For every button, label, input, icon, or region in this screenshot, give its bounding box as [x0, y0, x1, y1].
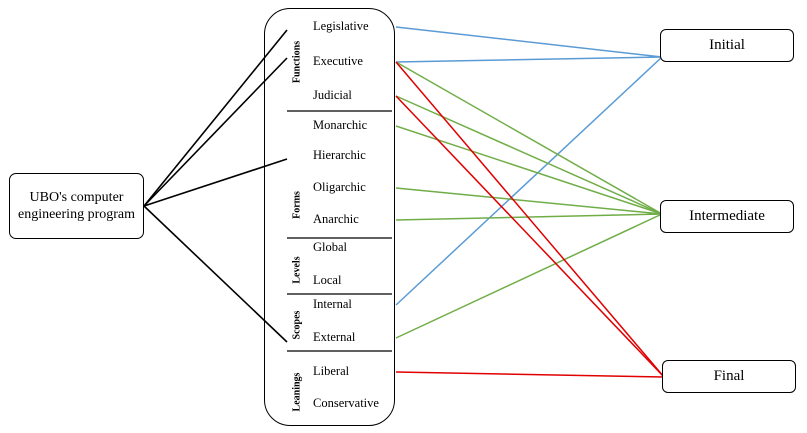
source-connector-executive [143, 57, 288, 207]
final-label: Final [713, 368, 745, 384]
category-forms: Forms [291, 191, 303, 219]
item-conservative: Conservative [313, 396, 379, 410]
program-label: UBO's computer engineering program [17, 190, 135, 222]
connector-executive-to-initial [395, 56, 663, 63]
intermediate-box: Intermediate [660, 200, 794, 233]
item-hierarchic: Hierarchic [313, 148, 366, 162]
item-internal: Internal [313, 297, 352, 311]
source-connector-hierarchic [143, 158, 288, 207]
attribute-pillar [264, 8, 395, 426]
category-functions: Functions [291, 40, 303, 84]
category-leanings: Leanings [291, 372, 303, 412]
final-box: Final [662, 360, 796, 393]
initial-box: Initial [660, 29, 794, 62]
item-anarchic: Anarchic [313, 212, 359, 226]
source-connectors [143, 29, 288, 343]
connector-monarchic-to-intermediate [395, 125, 663, 215]
category-separators [287, 110, 392, 352]
item-executive: Executive [313, 54, 363, 68]
item-local: Local [313, 273, 342, 287]
program-box: UBO's computer engineering program [9, 173, 144, 239]
connector-external-to-intermediate [395, 213, 663, 339]
connector-judicial-to-final [395, 95, 665, 378]
connector-anarchic-to-intermediate [395, 213, 663, 221]
source-connector-legislative [143, 29, 288, 207]
source-connector-external [143, 205, 288, 343]
connector-internal-to-initial [395, 56, 663, 306]
item-external: External [313, 330, 356, 344]
category-levels: Levels [291, 256, 303, 284]
connector-executive-to-final [395, 61, 665, 378]
connector-oligarchic-to-intermediate [395, 187, 663, 215]
target-connectors [395, 26, 665, 378]
connector-legislative-to-initial [395, 26, 663, 58]
initial-label: Initial [709, 37, 745, 53]
connector-executive-to-intermediate [395, 61, 663, 215]
item-global: Global [313, 240, 348, 254]
item-oligarchic: Oligarchic [313, 180, 366, 194]
item-liberal: Liberal [313, 364, 350, 378]
item-legislative: Legislative [313, 19, 369, 33]
item-judicial: Judicial [313, 88, 352, 102]
connector-liberal-to-final [395, 371, 665, 378]
item-monarchic: Monarchic [313, 118, 368, 132]
intermediate-label: Intermediate [689, 208, 765, 224]
category-scopes: Scopes [291, 310, 303, 340]
connector-judicial-to-intermediate [395, 95, 663, 215]
